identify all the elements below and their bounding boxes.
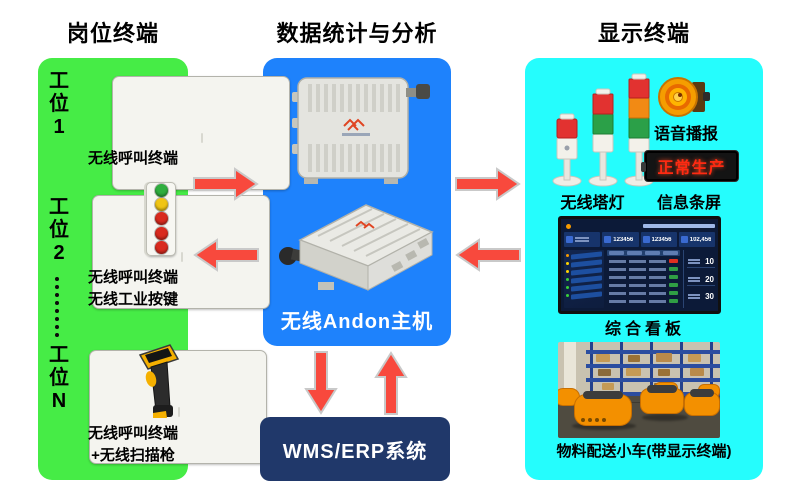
industrial-button-box-icon xyxy=(146,182,176,256)
andon-host-label: 无线Andon主机 xyxy=(280,311,434,333)
station-1-label: 工 位 1 xyxy=(49,70,69,138)
dashboard-kpi-tile: 102,456 xyxy=(678,232,715,247)
barcode-scanner-icon xyxy=(138,344,180,418)
arrow-left-to-middle-icon xyxy=(193,167,259,201)
tower-lights-icon xyxy=(552,73,654,187)
andon-host-device-icon xyxy=(292,77,430,184)
dashboard-kpi-tile: 123456 xyxy=(640,232,677,247)
call-terminal-icon xyxy=(112,76,290,190)
dashboard-screen-icon: 123456 123456 102,456 10 20 30 xyxy=(558,216,721,314)
more-stations-ellipsis xyxy=(55,277,59,337)
agv-warehouse-photo xyxy=(558,342,720,438)
left-column-title: 岗位终端 xyxy=(66,21,159,46)
arrow-middle-to-right-icon xyxy=(455,167,521,201)
station-1-caption: 无线呼叫终端 xyxy=(87,150,178,167)
arrow-middle-to-left-icon xyxy=(193,238,259,272)
voice-broadcast-label: 语音播报 xyxy=(653,126,718,143)
led-message-text: 正常生产 xyxy=(657,158,726,177)
station-2-label: 工 位 2 xyxy=(49,196,69,264)
wms-erp-label: WMS/ERP系统 xyxy=(282,440,428,463)
andon-host-device-icon xyxy=(279,204,434,291)
tower-lights-label: 无线塔灯 xyxy=(560,195,625,212)
agv-robot-icon xyxy=(574,391,632,426)
arrow-host-to-wms-icon xyxy=(304,351,338,415)
dashboard-station-list xyxy=(564,250,604,308)
station-n-label: 工 位 N xyxy=(49,344,69,412)
dashboard-stats: 10 20 30 xyxy=(683,250,715,308)
station-n-caption-1: 无线呼叫终端 xyxy=(87,425,178,442)
dashboard-kpi-tile xyxy=(564,232,601,247)
station-n-caption-2: +无线扫描枪 xyxy=(91,447,175,464)
dashboard-title-bar xyxy=(643,224,715,228)
wms-erp-box: WMS/ERP系统 xyxy=(260,417,450,481)
call-terminal-icon xyxy=(89,350,267,464)
agv-robot-icon xyxy=(640,385,684,414)
dashboard-logo xyxy=(566,223,571,229)
led-message-bar-icon: 正常生产 xyxy=(641,150,739,182)
station-2-caption-2: 无线工业按键 xyxy=(87,291,178,308)
agv-label: 物料配送小车(带显示终端) xyxy=(556,443,732,460)
led-bar-label: 信息条屏 xyxy=(656,195,721,212)
right-column-title: 显示终端 xyxy=(597,21,690,46)
arrow-wms-to-host-icon xyxy=(374,351,408,415)
dashboard-table xyxy=(607,250,680,308)
dashboard-kpi-tile: 123456 xyxy=(602,232,639,247)
voice-horn-icon xyxy=(658,77,710,117)
arrow-right-to-middle-icon xyxy=(455,238,521,272)
dashboard-label: 综合看板 xyxy=(604,321,685,338)
agv-robot-icon xyxy=(684,389,720,416)
middle-column-title: 数据统计与分析 xyxy=(276,21,438,46)
station-2-caption-1: 无线呼叫终端 xyxy=(87,269,178,286)
